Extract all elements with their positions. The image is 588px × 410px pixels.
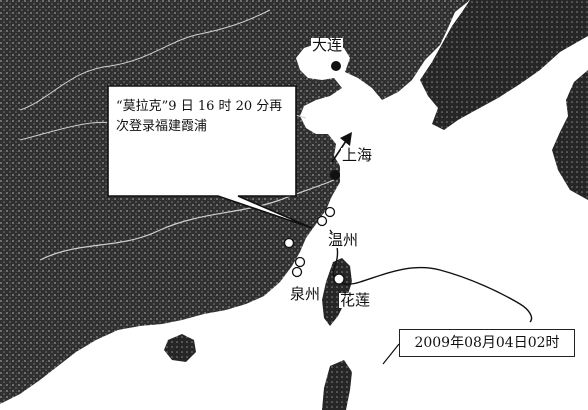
typhoon-position-2 [316, 215, 328, 227]
callout-text: “莫拉克”9 日 16 时 20 分再次登录福建霞浦 [116, 99, 283, 134]
typhoon-position-5 [291, 266, 303, 278]
luzon-land [322, 360, 352, 410]
place-label-quanzhou: 泉州 [289, 285, 322, 303]
hainan-land [164, 334, 196, 362]
place-label-hualien: 花莲 [339, 291, 372, 309]
inland-border [19, 9, 271, 111]
place-label-wenzhou: 温州 [327, 231, 360, 249]
typhoon-track-line [329, 229, 533, 323]
korea-peninsula-land [420, 0, 588, 130]
typhoon-position-6 [333, 273, 345, 285]
typhoon-position-4 [294, 256, 306, 268]
typhoon-position-1 [324, 206, 336, 218]
callout-bubble [107, 85, 313, 229]
dalian-dot [331, 61, 341, 71]
place-label-shanghai: 上海 [341, 146, 374, 164]
date-leader-line [382, 343, 400, 365]
place-label-dalian: 大连 [311, 36, 344, 54]
yangtze-river [39, 179, 335, 261]
shanghai-dot [330, 170, 340, 180]
place-label-fuzhou: 福 [311, 248, 327, 266]
date-label-box: 2009年08月04日02时 [399, 329, 575, 357]
japan-land [552, 70, 588, 200]
typhoon-position-3 [283, 237, 295, 249]
heading-arrow-head [340, 132, 352, 146]
taiwan-land [322, 258, 352, 326]
